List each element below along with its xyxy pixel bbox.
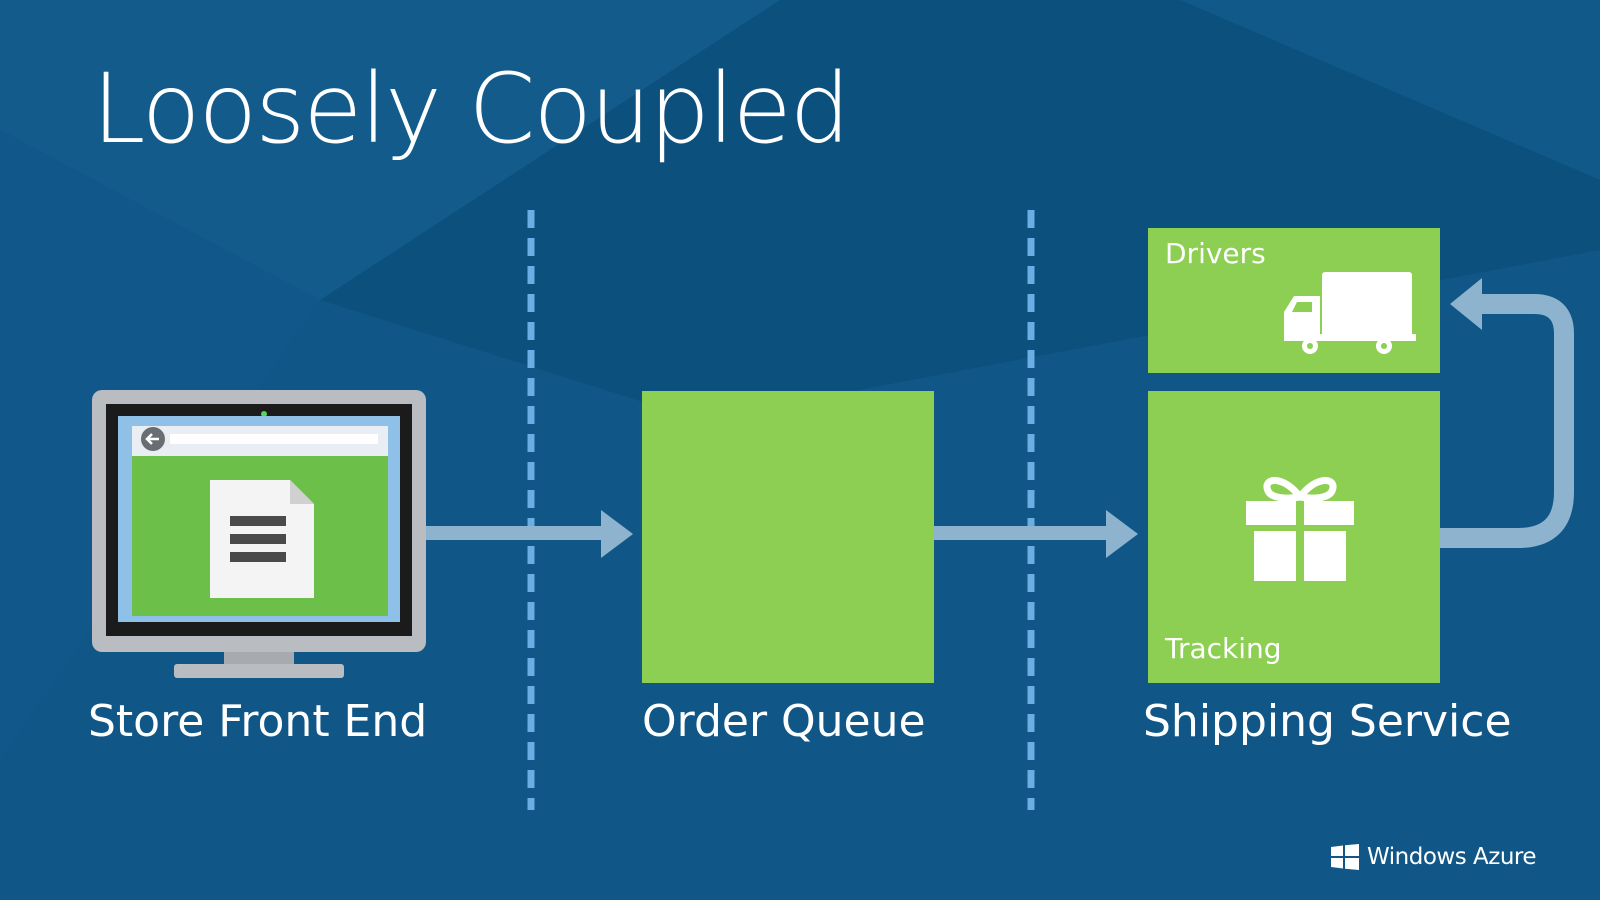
arrow-store-to-queue: [425, 510, 633, 558]
slide-title: Loosely Coupled: [92, 53, 851, 165]
arrow-queue-to-shipping: [934, 510, 1138, 558]
gift-icon: [1246, 477, 1354, 581]
caption-store-front-end: Store Front End: [88, 696, 428, 747]
order-queue-tile: [642, 391, 934, 683]
truck-icon: [1284, 272, 1416, 354]
caption-order-queue: Order Queue: [642, 696, 926, 747]
brand-name: Windows Azure: [1367, 844, 1536, 870]
tracking-tile: Tracking: [1148, 391, 1440, 683]
brand-mark: Windows Azure: [1331, 844, 1536, 870]
divider-line-2: [1027, 210, 1035, 810]
monitor-icon: [92, 390, 426, 678]
divider-line-1: [527, 210, 535, 810]
windows-logo-icon: [1331, 844, 1360, 870]
caption-shipping-service: Shipping Service: [1143, 696, 1512, 747]
drivers-label: Drivers: [1165, 237, 1266, 270]
tracking-label: Tracking: [1165, 632, 1282, 665]
back-arrow-icon: [141, 427, 165, 451]
drivers-tile: Drivers: [1148, 228, 1440, 373]
arrow-tracking-to-drivers: [1440, 278, 1574, 548]
document-icon: [210, 480, 314, 598]
